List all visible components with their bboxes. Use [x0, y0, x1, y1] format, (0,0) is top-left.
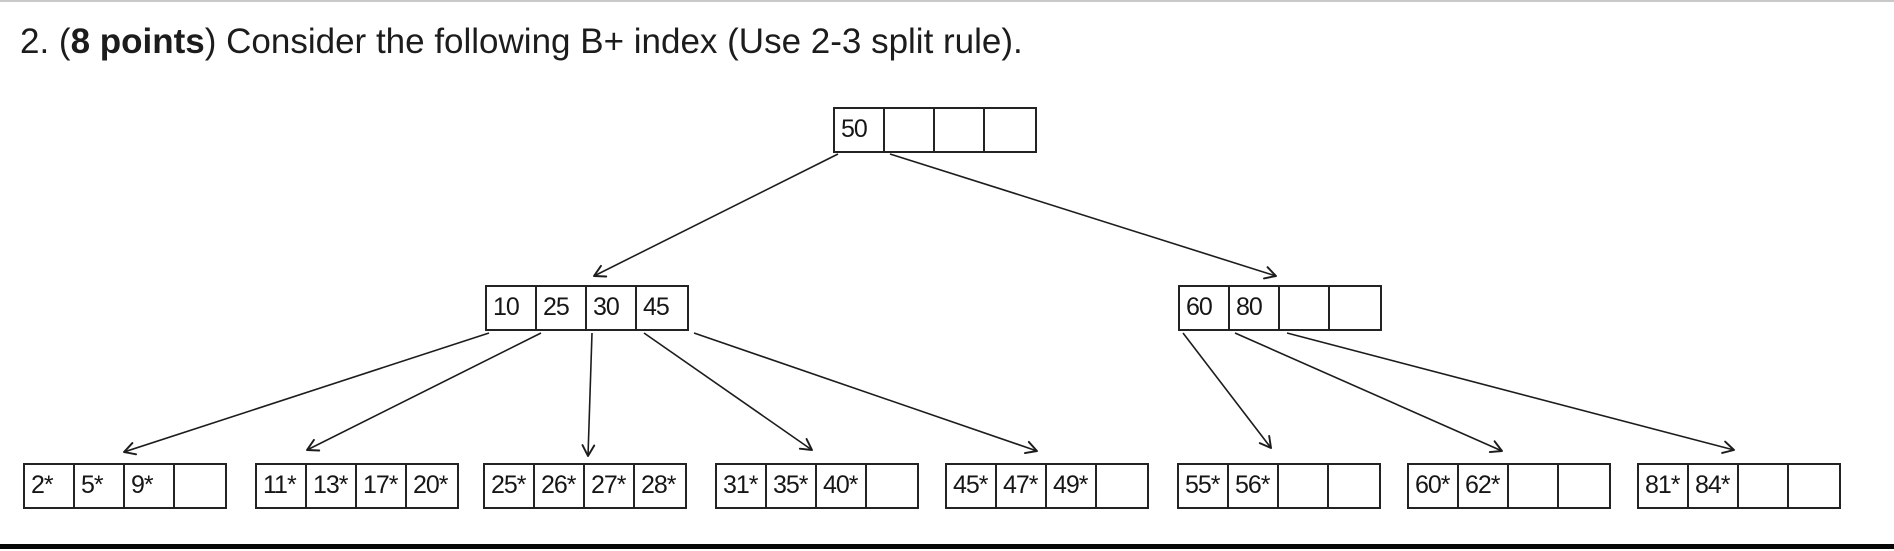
node-cell: [1279, 465, 1329, 507]
node-cell: 13*: [307, 465, 357, 507]
pointer-arrow-root-to-internal-right: [889, 153, 1277, 280]
node-cell: [175, 465, 225, 507]
node-cell: 40*: [817, 465, 867, 507]
node-cell: 50: [835, 109, 885, 151]
node-cell: 81*: [1639, 465, 1689, 507]
page-top-edge-line: [0, 0, 1894, 2]
pointer-arrow-internal-right-to-leaf-8: [1286, 332, 1735, 454]
node-cell: [935, 109, 985, 151]
bptree-node-leaf-5: 45*47*49*: [945, 463, 1149, 509]
pointer-arrow-root-to-internal-left: [593, 153, 839, 278]
bptree-node-leaf-6: 55*56*: [1177, 463, 1381, 509]
node-cell: 25: [537, 287, 587, 329]
question-title-prefix: 2. (: [20, 22, 71, 61]
node-cell: 80: [1230, 287, 1280, 329]
pointer-arrow-internal-right-to-leaf-6: [1182, 332, 1272, 449]
node-cell: 27*: [585, 465, 635, 507]
node-cell: [885, 109, 935, 151]
node-cell: [985, 109, 1035, 151]
node-cell: 28*: [641, 471, 677, 499]
pointer-arrow-internal-left-to-leaf-2: [306, 332, 542, 452]
node-cell: 60: [1180, 287, 1230, 329]
node-cell: 49*: [1047, 465, 1097, 507]
pointer-arrow-internal-left-to-leaf-3: [581, 332, 596, 457]
question-title: 2. (8 points) Consider the following B+ …: [20, 22, 1023, 62]
node-cell: [1559, 465, 1609, 507]
bptree-node-leaf-7: 60*62*: [1407, 463, 1611, 509]
node-cell: [1789, 465, 1839, 507]
node-cell: 2*: [25, 465, 75, 507]
bptree-node-leaf-8: 81*84*: [1637, 463, 1841, 509]
node-cell: [1280, 287, 1330, 329]
node-cell: 11*: [257, 465, 307, 507]
node-cell: [1097, 465, 1147, 507]
node-cell: [1329, 465, 1379, 507]
node-cell: 35*: [767, 465, 817, 507]
question-title-suffix: ) Consider the following B+ index (Use 2…: [204, 22, 1023, 61]
node-cell: [1330, 287, 1380, 329]
node-cell: 17*: [357, 465, 407, 507]
node-cell: 45*: [947, 465, 997, 507]
node-cell: 10: [487, 287, 537, 329]
node-cell: 55*: [1179, 465, 1229, 507]
node-cell: 84*: [1689, 465, 1739, 507]
page-bottom-border-line: [0, 544, 1894, 549]
bptree-node-leaf-1: 2*5*9*: [23, 463, 227, 509]
bptree-node-leaf-4: 31*35*40*: [715, 463, 919, 509]
node-cell: 5*: [75, 465, 125, 507]
node-cell: 31*: [717, 465, 767, 507]
node-cell: 56*: [1229, 465, 1279, 507]
node-cell: 45: [643, 293, 670, 321]
bptree-node-root: 50: [833, 107, 1037, 153]
node-cell: 62*: [1459, 465, 1509, 507]
pointer-arrow-internal-right-to-leaf-7: [1234, 332, 1503, 454]
node-cell: 60*: [1409, 465, 1459, 507]
node-cell: 20*: [413, 471, 449, 499]
pointer-arrow-internal-left-to-leaf-4: [643, 332, 813, 451]
pointer-arrow-internal-left-to-leaf-5: [693, 332, 1038, 455]
node-cell: 26*: [535, 465, 585, 507]
node-cell: 47*: [997, 465, 1047, 507]
pointer-arrow-internal-left-to-leaf-1: [123, 332, 490, 456]
bptree-node-leaf-3: 25*26*27*28*: [483, 463, 687, 509]
node-cell: [1509, 465, 1559, 507]
node-cell: 25*: [485, 465, 535, 507]
question-points: 8 points: [70, 22, 205, 61]
node-cell: [1739, 465, 1789, 507]
bptree-node-leaf-2: 11*13*17*20*: [255, 463, 459, 509]
node-cell: 30: [587, 287, 637, 329]
node-cell: 9*: [125, 465, 175, 507]
node-cell: [867, 465, 917, 507]
